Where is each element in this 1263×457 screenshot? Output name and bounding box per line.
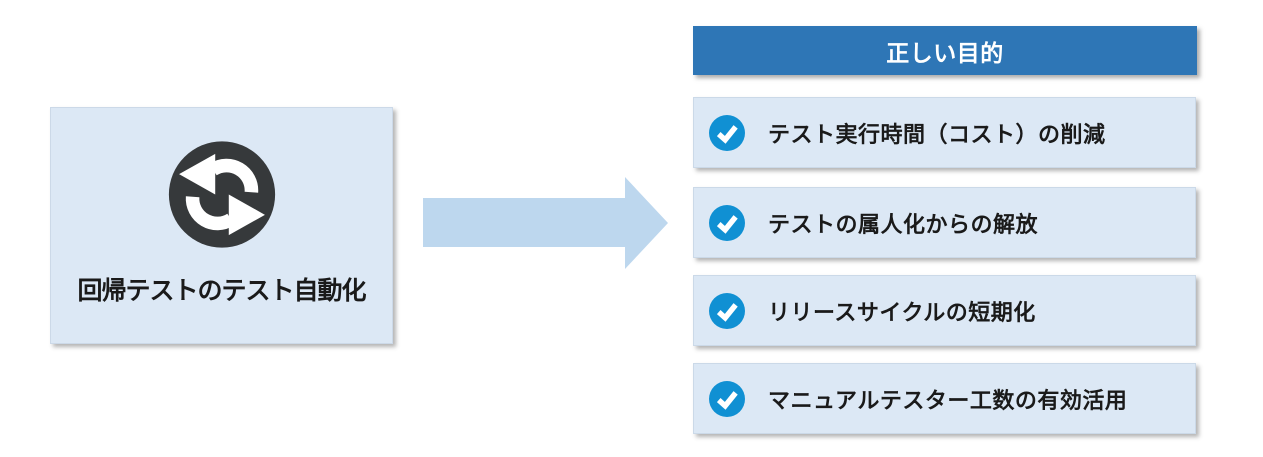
- check-icon: [709, 204, 745, 241]
- goal-item-label: テスト実行時間（コスト）の削減: [768, 121, 1106, 147]
- goal-item: テスト実行時間（コスト）の削減: [693, 97, 1196, 168]
- goal-item: リリースサイクルの短期化: [693, 275, 1196, 346]
- goal-item-label: リリースサイクルの短期化: [768, 299, 1036, 325]
- goals-header-label: 正しい目的: [886, 39, 1004, 66]
- goal-item-label: マニュアルテスター工数の有効活用: [768, 387, 1128, 413]
- check-icon: [709, 292, 745, 329]
- check-icon: [709, 114, 745, 151]
- source-panel: 回帰テストのテスト自動化: [50, 107, 393, 344]
- sync-arrows-icon: [168, 141, 275, 248]
- right-arrow-icon: [423, 177, 668, 269]
- goal-item: テストの属人化からの解放: [693, 187, 1196, 258]
- goals-header: 正しい目的: [693, 26, 1197, 75]
- goal-item-label: テストの属人化からの解放: [768, 211, 1039, 237]
- goal-item: マニュアルテスター工数の有効活用: [693, 363, 1196, 434]
- source-panel-label: 回帰テストのテスト自動化: [77, 277, 366, 305]
- check-icon: [709, 380, 745, 417]
